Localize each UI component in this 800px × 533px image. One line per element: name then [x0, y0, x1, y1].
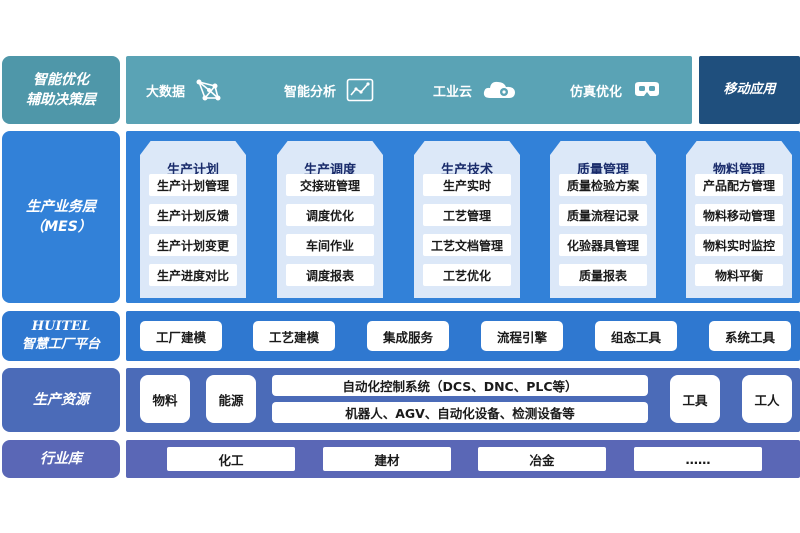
- mes-item[interactable]: 工艺管理: [423, 204, 511, 226]
- mes-item[interactable]: 生产计划管理: [149, 174, 237, 196]
- decision-item-bigdata[interactable]: 大数据: [146, 76, 221, 104]
- resource-layer-label: 生产资源: [2, 368, 120, 432]
- mes-item[interactable]: 调度优化: [286, 204, 374, 226]
- resource-energy[interactable]: 能源: [206, 375, 256, 423]
- industry-layer-label-line1: 行业库: [40, 451, 82, 467]
- resource-tools[interactable]: 工具: [670, 375, 720, 423]
- decision-band: [126, 56, 692, 124]
- decision-layer-label-line1: 智能优化: [33, 72, 89, 88]
- mes-item[interactable]: 质量报表: [559, 264, 647, 286]
- mes-item[interactable]: 质量检验方案: [559, 174, 647, 196]
- decision-item-analysis-label: 智能分析: [284, 84, 337, 100]
- decision-item-analysis[interactable]: 智能分析: [284, 76, 374, 104]
- mes-item[interactable]: 调度报表: [286, 264, 374, 286]
- mes-layer-label-line2: （MES）: [30, 219, 92, 235]
- platform-item[interactable]: 集成服务: [367, 321, 449, 351]
- mes-item[interactable]: 物料移动管理: [695, 204, 783, 226]
- cloud-gear-icon: [483, 81, 516, 98]
- decision-item-cloud-label: 工业云: [433, 84, 473, 100]
- mes-item[interactable]: 化验器具管理: [559, 234, 647, 256]
- industry-item[interactable]: 冶金: [478, 447, 606, 471]
- mes-item[interactable]: 产品配方管理: [695, 174, 783, 196]
- decision-layer-label: 智能优化 辅助决策层: [2, 56, 120, 124]
- industry-layer-label: 行业库: [2, 440, 120, 478]
- mes-columns: 生产计划 生产调度 生产技术 质量管理 物料管理 生产计划管理 生产计划反馈 生…: [126, 131, 800, 303]
- mes-item[interactable]: 车间作业: [286, 234, 374, 256]
- mobile-app-block[interactable]: 移动应用: [699, 56, 800, 124]
- mobile-app-label: 移动应用: [723, 82, 776, 97]
- mes-item[interactable]: 交接班管理: [286, 174, 374, 196]
- network-icon: [196, 79, 221, 101]
- mes-item[interactable]: 生产计划反馈: [149, 204, 237, 226]
- mes-item[interactable]: 工艺优化: [423, 264, 511, 286]
- platform-item[interactable]: 工艺建模: [253, 321, 335, 351]
- platform-item[interactable]: 流程引擎: [481, 321, 563, 351]
- platform-layer-label-line2: 智慧工厂平台: [21, 337, 100, 352]
- mes-item[interactable]: 生产实时: [423, 174, 511, 196]
- decision-item-simulation-label: 仿真优化: [570, 84, 623, 100]
- decision-item-simulation[interactable]: 仿真优化: [570, 76, 662, 104]
- mes-item[interactable]: 工艺文档管理: [423, 234, 511, 256]
- industry-item[interactable]: 建材: [323, 447, 451, 471]
- decision-layer-label-line2: 辅助决策层: [26, 92, 96, 108]
- resource-control-systems[interactable]: 自动化控制系统（DCS、DNC、PLC等）: [272, 375, 648, 396]
- decision-item-cloud[interactable]: 工业云: [433, 76, 518, 104]
- mes-item[interactable]: 物料实时监控: [695, 234, 783, 256]
- vr-headset-icon: [635, 82, 660, 96]
- mes-layer-label: 生产业务层 （MES）: [2, 131, 120, 303]
- industry-item[interactable]: ……: [634, 447, 762, 471]
- resource-workers[interactable]: 工人: [742, 375, 792, 423]
- mes-item[interactable]: 物料平衡: [695, 264, 783, 286]
- industry-item[interactable]: 化工: [167, 447, 295, 471]
- mes-layer-label-line1: 生产业务层: [26, 199, 96, 215]
- platform-item[interactable]: 系统工具: [709, 321, 791, 351]
- resource-material[interactable]: 物料: [140, 375, 190, 423]
- decision-item-bigdata-label: 大数据: [146, 84, 186, 100]
- mes-item[interactable]: 生产进度对比: [149, 264, 237, 286]
- platform-item[interactable]: 组态工具: [595, 321, 677, 351]
- mes-item[interactable]: 质量流程记录: [559, 204, 647, 226]
- mes-item[interactable]: 生产计划变更: [149, 234, 237, 256]
- platform-layer-label-line1: HUITEL: [31, 319, 91, 334]
- platform-layer-label: HUITEL 智慧工厂平台: [2, 311, 120, 361]
- resource-layer-label-line1: 生产资源: [33, 392, 89, 408]
- platform-item[interactable]: 工厂建模: [140, 321, 222, 351]
- chart-icon: [346, 78, 374, 102]
- resource-devices[interactable]: 机器人、AGV、自动化设备、检测设备等: [272, 402, 648, 423]
- platform-band: [126, 311, 800, 361]
